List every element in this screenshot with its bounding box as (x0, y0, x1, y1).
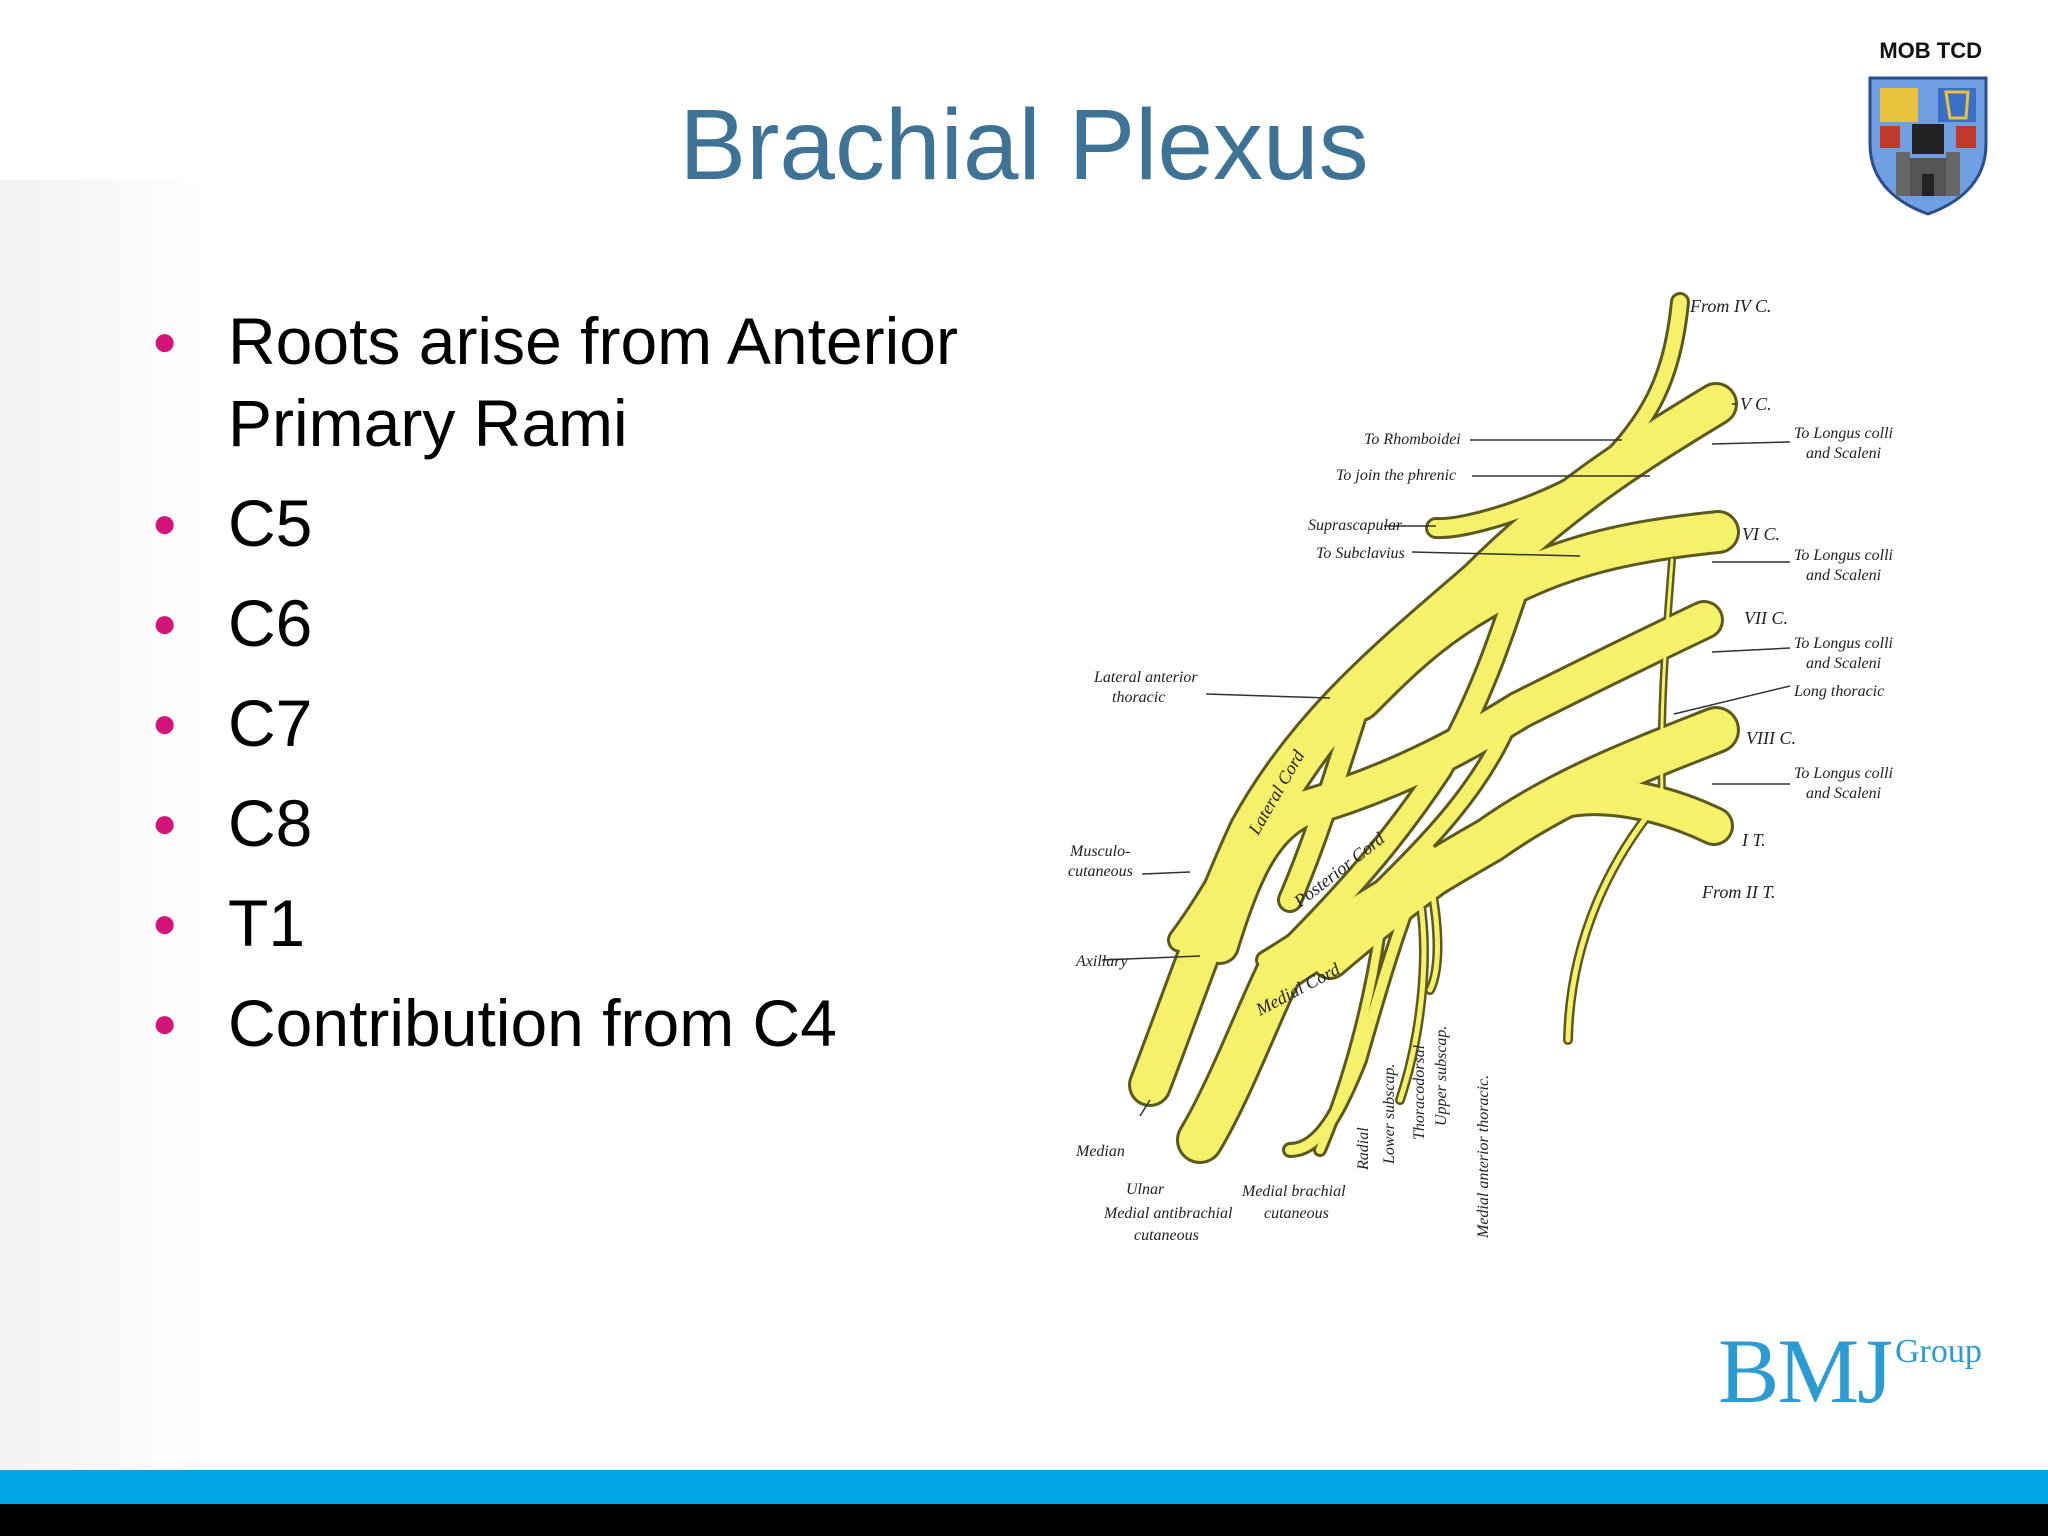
label-i-t: I T. (1741, 830, 1766, 850)
label-to-join-phrenic: To join the phrenic (1336, 467, 1456, 484)
label-long-thoracic: Long thoracic (1793, 683, 1884, 700)
bullet-text: C7 (228, 686, 313, 760)
label-vii-c: VII C. (1744, 608, 1788, 628)
bullet-item: ● Roots arise from Anterior Primary Rami (140, 300, 1040, 464)
label-longus-colli-2: To Longus colli (1794, 547, 1893, 564)
label-scaleni-3: and Scaleni (1806, 655, 1881, 672)
brachial-plexus-diagram: From IV C. V C. VI C. VII C. VIII C. I T… (1068, 292, 1893, 1244)
label-to-rhomboidei: To Rhomboidei (1364, 431, 1461, 448)
label-medial-brachial-cutaneous: cutaneous (1264, 1205, 1329, 1222)
label-scaleni-4: and Scaleni (1806, 785, 1881, 802)
bullet-dot-icon: ● (152, 499, 178, 546)
bullet-dot-icon: ● (152, 799, 178, 846)
bullet-dot-icon: ● (152, 699, 178, 746)
label-thoracic: thoracic (1112, 689, 1165, 706)
label-vi-c: VI C. (1742, 524, 1780, 544)
bullet-dot-icon: ● (152, 899, 178, 946)
label-medial-antibrachial: Medial antibrachial (1103, 1205, 1233, 1222)
footer-bar-blue (0, 1470, 2048, 1504)
bullet-dot-icon: ● (152, 999, 178, 1046)
bullet-text: Roots arise from Anterior Primary Rami (228, 304, 958, 460)
nerve-fills (1131, 295, 1737, 1161)
bullet-item: ● T1 (140, 882, 1040, 964)
leader-lines (1101, 403, 1791, 1117)
bullet-text: Contribution from C4 (228, 986, 837, 1060)
label-lateral-anterior-thoracic: Lateral anterior (1093, 669, 1198, 686)
label-median: Median (1075, 1143, 1125, 1160)
label-cutaneous: cutaneous (1068, 863, 1133, 880)
org-label: MOB TCD (1879, 38, 1982, 63)
bullet-item: ● Contribution from C4 (140, 982, 1040, 1064)
label-lower-subscap: Lower subscap. (1381, 1064, 1398, 1165)
label-axillary: Axillary (1075, 953, 1128, 970)
bullet-list: ●Roots arise from Anterior Primary Rami … (140, 300, 1040, 1082)
bullet-text: C6 (228, 586, 313, 660)
bullet-item: ● C5 (140, 482, 1040, 564)
label-viii-c: VIII C. (1746, 728, 1796, 748)
label-medial-anterior-thoracic: Medial anterior thoracic. (1475, 1075, 1492, 1239)
bullet-item: ● C8 (140, 782, 1040, 864)
label-upper-subscap: Upper subscap. (1433, 1026, 1450, 1126)
label-ulnar: Ulnar (1126, 1181, 1165, 1198)
label-longus-colli-3: To Longus colli (1794, 635, 1893, 652)
label-from-ii-t: From II T. (1701, 882, 1776, 902)
label-scaleni-2: and Scaleni (1806, 567, 1881, 584)
label-musculo: Musculo- (1069, 843, 1130, 860)
label-to-subclavius: To Subclavius (1316, 545, 1405, 562)
bullet-text: C5 (228, 486, 313, 560)
label-v-c: V C. (1740, 394, 1772, 414)
label-from-iv-c: From IV C. (1689, 296, 1772, 316)
slide-title: Brachial Plexus (679, 89, 1369, 201)
bmj-logo-suffix: Group (1894, 1333, 1982, 1370)
bmj-logo-main: BMJ (1718, 1320, 1893, 1422)
bullet-text: C8 (228, 786, 313, 860)
left-shade (0, 180, 210, 1470)
label-radial: Radial (1355, 1127, 1372, 1171)
bullet-dot-icon: ● (152, 317, 178, 364)
label-medial-antibrachial-cutaneous: cutaneous (1134, 1227, 1199, 1244)
crest-icon (1868, 76, 1988, 216)
label-longus-colli-4: To Longus colli (1794, 765, 1893, 782)
label-suprascapular: Suprascapular (1308, 517, 1403, 534)
bullet-item: ● C6 (140, 582, 1040, 664)
bullet-item: ● C7 (140, 682, 1040, 764)
footer-bar-black (0, 1504, 2048, 1536)
label-medial-brachial: Medial brachial (1241, 1183, 1346, 1200)
label-longus-colli-1: To Longus colli (1794, 425, 1893, 442)
bullet-dot-icon: ● (152, 599, 178, 646)
label-thoracodorsal: Thoracodorsal (1411, 1044, 1428, 1140)
bullet-text: T1 (228, 886, 306, 960)
label-scaleni-1: and Scaleni (1806, 445, 1881, 462)
